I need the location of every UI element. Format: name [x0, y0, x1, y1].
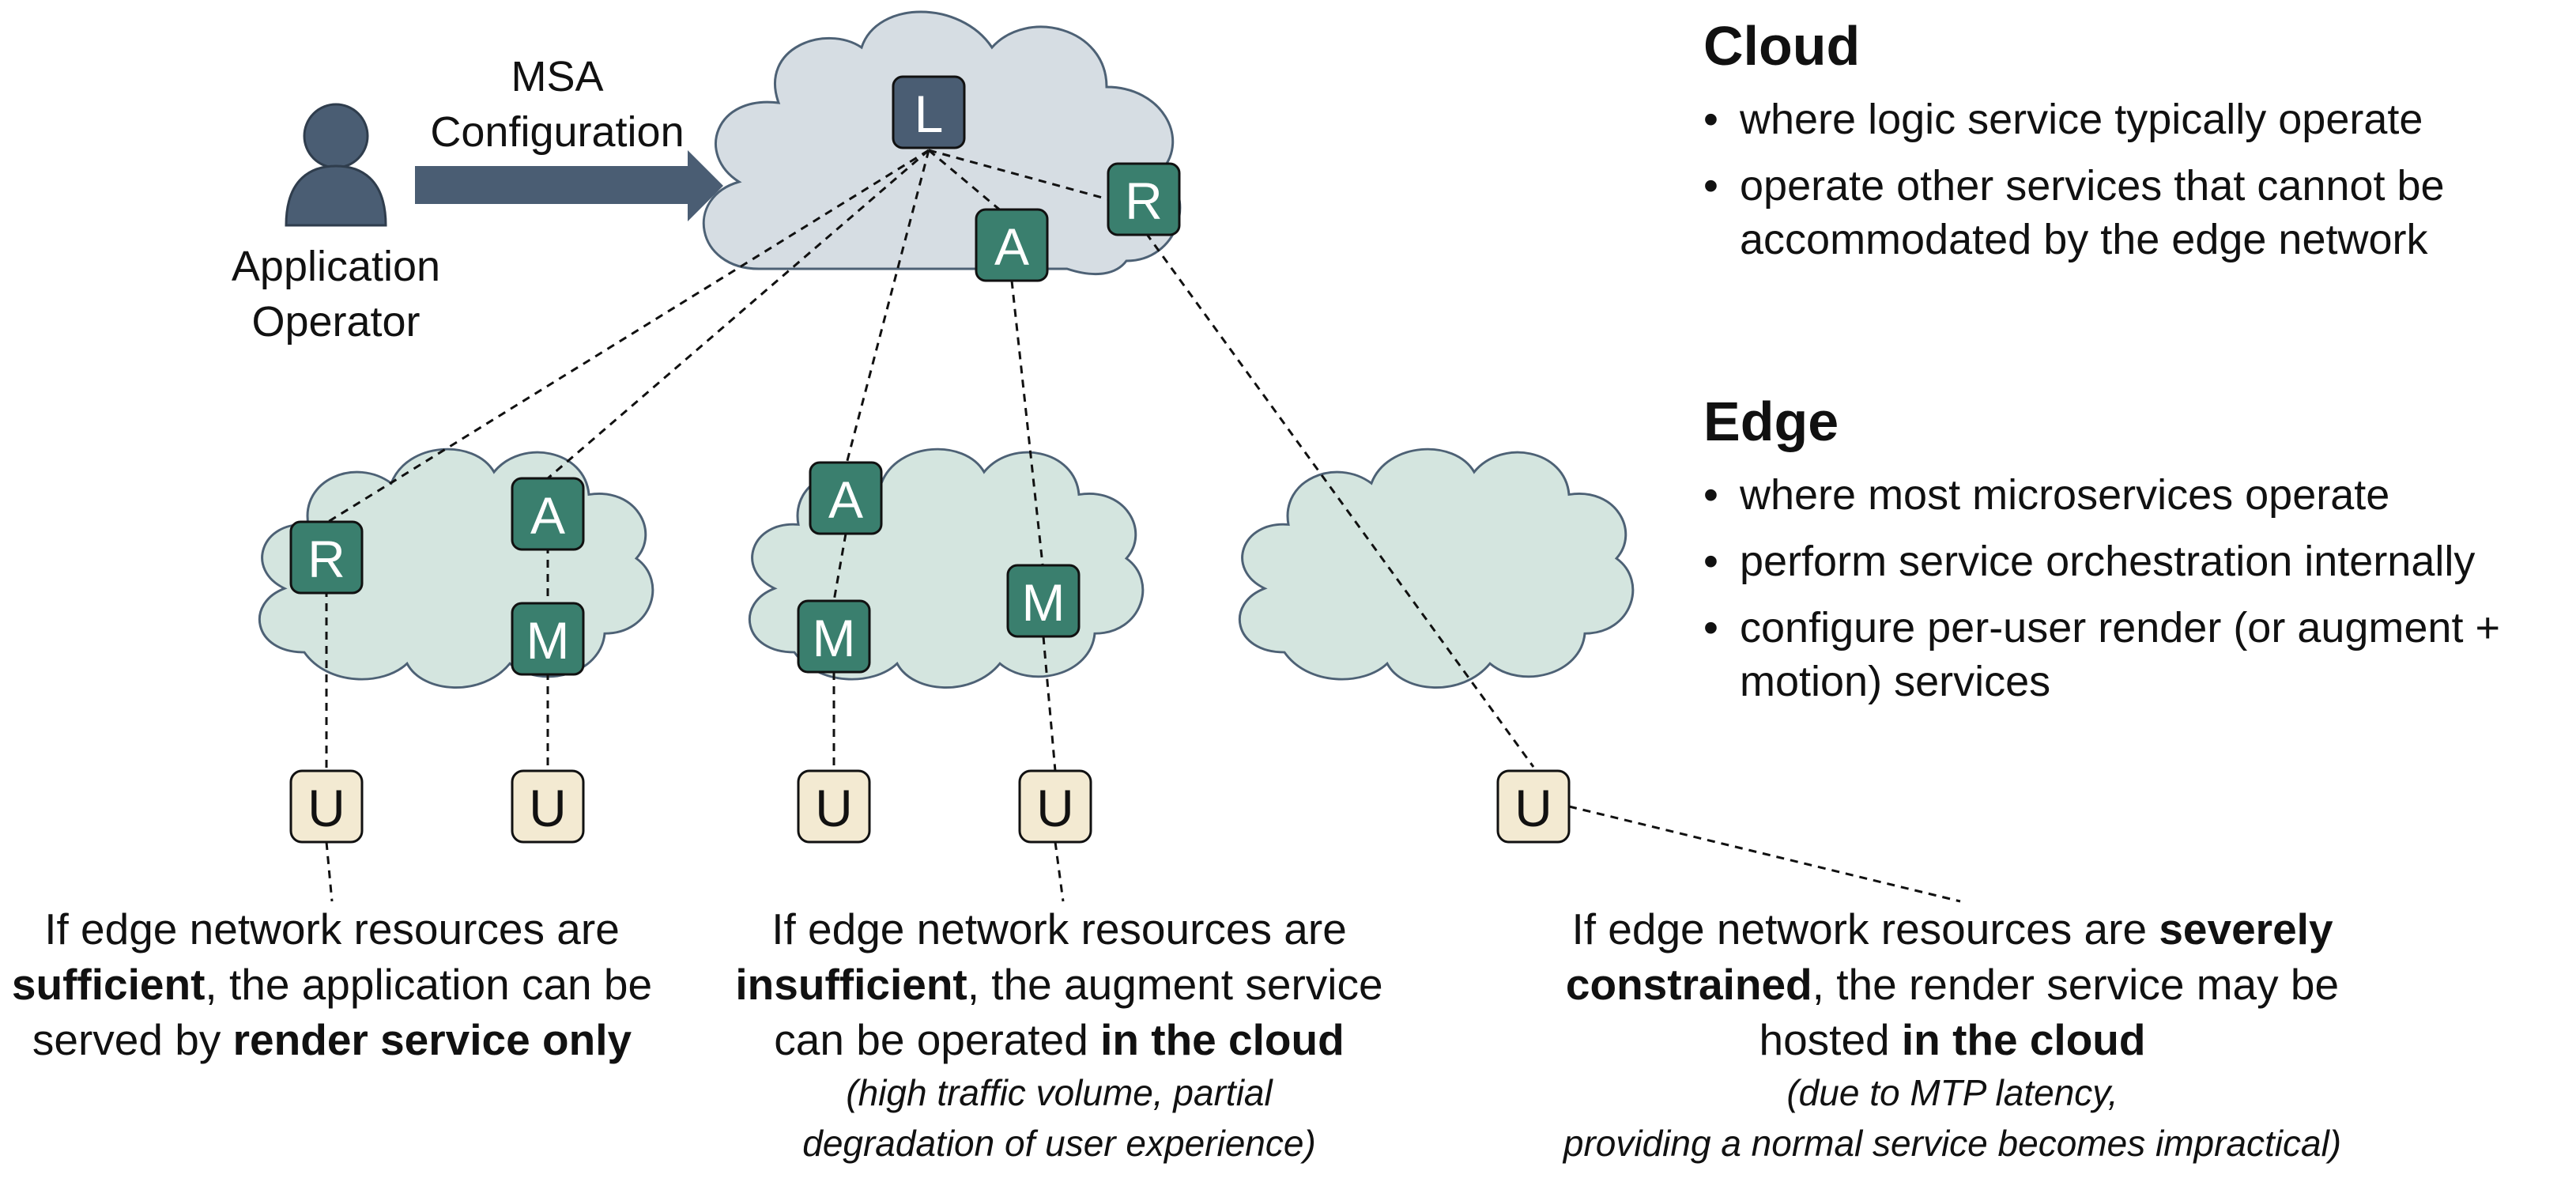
caption-middle-bold2: in the cloud — [1100, 1015, 1345, 1064]
legend-cloud: Cloud where logic service typically oper… — [1703, 14, 2530, 279]
caption-middle-text1: If edge network resources are — [771, 904, 1347, 954]
msa-arrow-icon — [415, 150, 723, 221]
logic-node: L — [892, 75, 966, 149]
legend-cloud-title: Cloud — [1703, 15, 1861, 77]
user-node-3: U — [797, 769, 871, 844]
caption-middle: If edge network resources are insufficie… — [696, 901, 1423, 1169]
legend-cloud-bullet: where logic service typically operate — [1703, 93, 2530, 146]
edge2-motion-node-a-label: M — [813, 609, 856, 667]
edge-cloud-3 — [1238, 447, 1635, 689]
caption-middle-bold1: insufficient — [735, 960, 967, 1009]
legend-edge-title: Edge — [1703, 391, 1839, 452]
user-node-4-label: U — [1036, 779, 1074, 837]
caption-left: If edge network resources are sufficient… — [0, 901, 664, 1067]
legend-edge-list: where most microservices operate perform… — [1703, 468, 2570, 708]
edge2-augment-node: A — [809, 461, 883, 535]
edge1-motion-node: M — [511, 602, 585, 676]
caption-left-text2: , the application can be served by — [32, 960, 653, 1064]
caption-right-bold1: severely constrained — [1565, 904, 2333, 1009]
cloud-augment-node: A — [975, 208, 1049, 282]
user-node-2-label: U — [529, 779, 567, 837]
logic-node-label: L — [915, 85, 944, 143]
cloud-augment-node-label: A — [994, 217, 1029, 276]
caption-left-bold1: sufficient — [11, 960, 206, 1009]
cloud-render-node: R — [1107, 162, 1181, 236]
caption-right-note-line2: providing a normal service becomes impra… — [1563, 1123, 2342, 1164]
caption-left-bold2: render service only — [232, 1015, 632, 1064]
edge2-motion-node-b: M — [1006, 564, 1081, 638]
caption-right-bold2: in the cloud — [1901, 1015, 2146, 1064]
edge2-augment-node-label: A — [828, 470, 863, 529]
edge2-motion-node-a: M — [797, 599, 871, 674]
caption-middle-text2: , the augment service can be operated — [774, 960, 1383, 1064]
caption-left-text1: If edge network resources are — [44, 904, 620, 954]
cloud-render-node-label: R — [1125, 172, 1163, 230]
caption-middle-note: (high traffic volume, partial degradatio… — [802, 1072, 1316, 1164]
legend-edge: Edge where most microservices operate pe… — [1703, 390, 2570, 721]
edge2-motion-node-b-label: M — [1022, 573, 1065, 632]
edge1-augment-node: A — [511, 477, 585, 551]
caption-right-text1: If edge network resources are — [1571, 904, 2159, 954]
user-node-3-label: U — [815, 779, 853, 837]
caption-right-text2: , the render service may be hosted — [1759, 960, 2340, 1064]
msa-label-line2: Configuration — [430, 108, 684, 156]
edge1-augment-node-label: A — [530, 486, 565, 545]
user-node-1: U — [289, 769, 364, 844]
edge1-motion-node-label: M — [526, 611, 570, 670]
operator-label-line1: Application — [232, 243, 440, 290]
user-node-2: U — [511, 769, 585, 844]
user-node-5: U — [1496, 769, 1571, 844]
user-node-1-label: U — [307, 779, 345, 837]
operator-label-line2: Operator — [251, 298, 420, 346]
edge1-render-node: R — [289, 520, 364, 595]
legend-edge-bullet: where most microservices operate — [1703, 468, 2570, 522]
edge1-render-node-label: R — [307, 530, 345, 588]
user-node-5-label: U — [1514, 779, 1552, 837]
legend-edge-bullet: configure per-user render (or augment + … — [1703, 601, 2570, 708]
legend-cloud-bullet: operate other services that cannot be ac… — [1703, 159, 2530, 266]
person-icon — [285, 103, 387, 227]
connection-lines — [325, 149, 1961, 903]
caption-right: If edge network resources are severely c… — [1502, 901, 2403, 1169]
msa-label-line1: MSA — [511, 53, 603, 100]
legend-cloud-list: where logic service typically operate op… — [1703, 93, 2530, 266]
user-node-4: U — [1018, 769, 1092, 844]
caption-right-note-line1: (due to MTP latency, — [1786, 1072, 2118, 1113]
legend-edge-bullet: perform service orchestration internally — [1703, 534, 2570, 588]
